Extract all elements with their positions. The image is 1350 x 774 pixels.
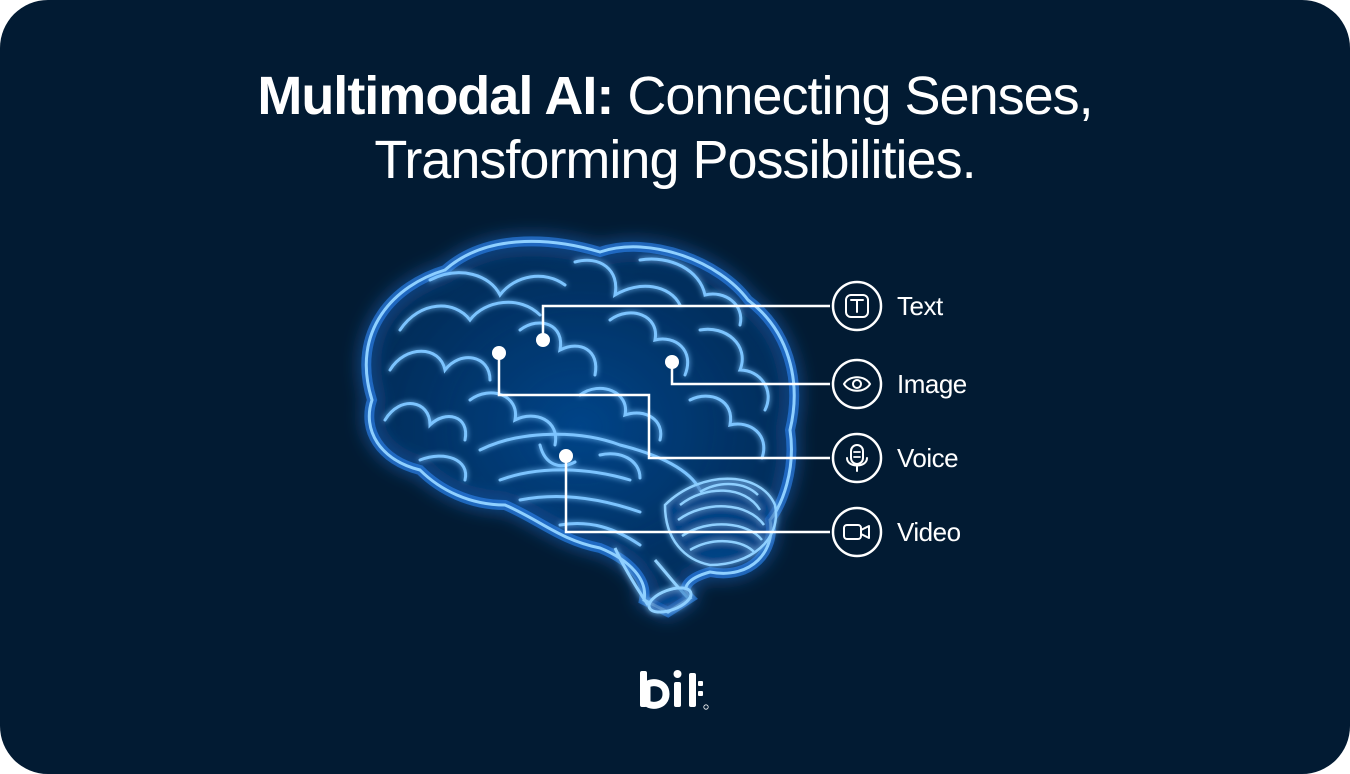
brain-stem	[613, 547, 693, 614]
anchor-dot-text	[536, 333, 550, 347]
brain-folds	[383, 257, 770, 547]
anchor-dot-image	[665, 355, 679, 369]
connector-text	[541, 304, 830, 340]
modality-label-text: Text	[897, 291, 943, 321]
modality-label-image: Image	[897, 369, 967, 399]
modality-label-video: Video	[897, 517, 961, 547]
cerebellum	[663, 477, 778, 567]
bit-logo	[640, 670, 709, 710]
video-camera-icon	[831, 506, 883, 558]
headline-regular: Connecting Senses,	[627, 66, 1093, 126]
anchor-dot-voice	[492, 346, 506, 360]
microphone-icon	[831, 432, 883, 484]
brain-illustration	[361, 236, 800, 618]
headline: Multimodal AI: Connecting Senses, Transf…	[0, 64, 1350, 192]
headline-line-1: Multimodal AI: Connecting Senses,	[0, 64, 1350, 128]
connector-video	[564, 456, 830, 534]
modality-label-voice: Voice	[897, 443, 959, 473]
connector-image	[670, 362, 830, 386]
eye-icon	[831, 358, 883, 410]
connector-voice	[497, 353, 830, 460]
headline-line-2: Transforming Possibilities.	[374, 130, 976, 190]
headline-bold: Multimodal AI:	[257, 66, 614, 126]
anchor-dots	[492, 333, 679, 463]
connector-lines	[497, 304, 830, 534]
anchor-dot-video	[559, 449, 573, 463]
text-icon	[831, 280, 883, 332]
